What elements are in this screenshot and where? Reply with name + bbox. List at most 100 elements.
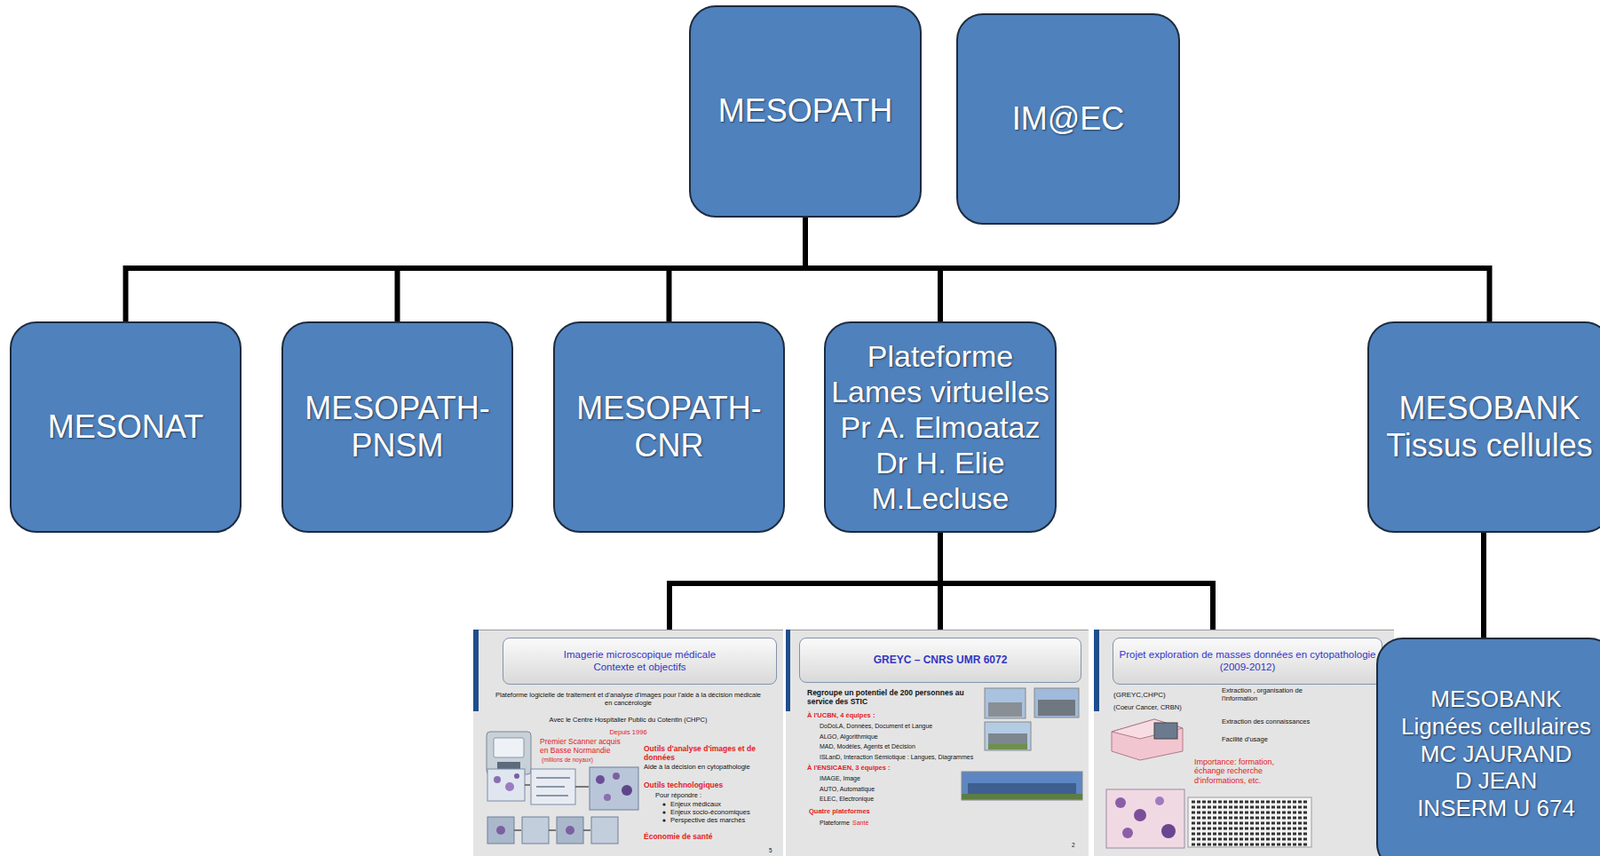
text-holder: MAD, Modèles, Agents et Décision	[819, 743, 916, 751]
cell-gallery-picture	[1191, 827, 1309, 831]
slide-text: Quatre plateformes	[808, 807, 871, 816]
box-label: MESOPATH	[718, 92, 894, 130]
text-holder: Facilité d'usage	[1221, 736, 1268, 745]
cell-gallery-picture	[1191, 801, 1309, 845]
text-holder: Santé	[852, 819, 869, 827]
cell-gallery-picture	[1191, 822, 1309, 825]
slide-text: Économie de santé	[643, 832, 713, 842]
cytology-workflow-picture	[621, 784, 633, 796]
scanner-picture	[486, 731, 531, 775]
connector-line	[126, 217, 807, 322]
campus-photo	[988, 733, 1028, 745]
bullet-dot	[662, 810, 666, 814]
cytology-picture	[1106, 789, 1185, 848]
connector-line	[940, 532, 1213, 630]
cytology-workflow-picture	[583, 829, 591, 832]
slide-text: DoDoLA, Données, Document et Langue	[819, 722, 933, 730]
slide-title-text: GREYC – CNRS UMR 6072	[873, 653, 1008, 666]
cytology-workflow-picture	[589, 767, 639, 810]
slide-accent-bar	[1093, 629, 1100, 712]
slide-text: Extraction , organisation de l'informati…	[1221, 687, 1315, 703]
slide-text: (GREYC,CHPC)	[1113, 690, 1166, 699]
slide-text: Extraction des connaissances	[1221, 718, 1310, 727]
cytology-workflow-picture	[487, 816, 515, 844]
cytology-workflow-picture	[493, 776, 501, 784]
bullet-dot	[662, 802, 666, 822]
box-label: IM@EC	[1012, 100, 1125, 138]
connector-line	[669, 532, 941, 630]
org-box: MESOPATH-CNR	[553, 321, 785, 533]
text-holder: Regroupe un potentiel de 200 personnes a…	[807, 689, 976, 707]
text-holder: Quatre plateformes	[808, 807, 871, 816]
slide-text: (Coeur Cancer, CRBN)	[1113, 704, 1182, 713]
text-holder: Premier Scanner acquis en Basse Normandi…	[539, 737, 625, 756]
cytology-workflow-picture	[591, 816, 618, 844]
cytology-workflow-picture	[505, 782, 515, 792]
slide-text: ELEC, Electronique	[819, 795, 874, 803]
tissue-picture	[1111, 719, 1183, 761]
slide-accent-bar	[473, 629, 479, 712]
box-label: Plateforme Lames virtuelles	[831, 338, 1050, 410]
org-box: MESOPATH	[689, 5, 922, 218]
cytology-workflow-picture	[595, 775, 605, 785]
connector-line	[1481, 532, 1487, 638]
slide-text: MAD, Modèles, Agents et Décision	[819, 743, 916, 751]
cell-gallery-picture	[1191, 838, 1309, 841]
campus-photo	[961, 771, 1083, 800]
campus-photo	[1034, 688, 1079, 718]
slide-text: AUTO, Automatique	[819, 785, 875, 793]
campus-photo	[984, 721, 1031, 751]
text-holder: ISLanD, Interaction Sémiotique : Langues…	[819, 753, 974, 761]
slide-accent-bar	[785, 629, 791, 712]
slide-text: Plateforme logicielle de traitement et d…	[492, 691, 764, 707]
box-label: MESONAT	[47, 408, 204, 446]
scanner-picture	[497, 761, 521, 769]
slide-title-box: Imagerie microscopique médicaleContexte …	[502, 637, 777, 685]
text-holder: 5	[768, 847, 773, 854]
cell-gallery-picture	[1191, 800, 1309, 804]
text-holder: Plateforme logicielle de traitement et d…	[492, 691, 764, 707]
slide-text: Premier Scanner acquis en Basse Normandi…	[539, 737, 625, 756]
slide-text: Enjeux socio-économiques	[670, 808, 751, 817]
text-holder: Enjeux socio-économiques	[670, 808, 751, 817]
text-holder: Depuis 1996	[492, 728, 764, 737]
slide-text: Depuis 1996	[492, 728, 764, 737]
org-box: MESOPATH-PNSM	[281, 321, 514, 533]
slide-thumbnail: (GREYC,CHPC) (Coeur Cancer, CRBN) Extracti…	[1093, 629, 1395, 856]
cytology-workflow-picture	[514, 773, 520, 779]
slide-thumbnail: Plateforme logicielle de traitement et d…	[473, 629, 784, 856]
cell-gallery-picture	[1188, 797, 1312, 848]
slide-title-text: Contexte et objectifs	[593, 661, 686, 674]
cytology-picture	[1133, 808, 1147, 822]
box-label: M.Lecluse	[871, 480, 1010, 516]
box-label: D JEAN	[1455, 767, 1537, 795]
cytology-workflow-picture	[548, 829, 556, 832]
box-label: MC JAURAND	[1420, 740, 1572, 769]
slide-title-text: (2009-2012)	[1219, 661, 1276, 674]
bullet-dot	[662, 818, 666, 822]
slide-text: Outils d'analyse d'images et de données	[643, 744, 777, 763]
text-holder: Enjeux médicaux	[670, 800, 721, 809]
scanner-picture	[486, 731, 531, 775]
org-box: MESONAT	[9, 321, 242, 533]
campus-photo	[1037, 699, 1076, 716]
cell-gallery-picture	[1191, 843, 1309, 847]
slide-title-text: Projet exploration de masses données en …	[1119, 649, 1377, 662]
text-holder: Extraction , organisation de l'informati…	[1221, 687, 1315, 703]
cytology-workflow-picture	[612, 772, 620, 780]
cytology-picture	[1106, 789, 1185, 848]
cell-gallery-picture	[1191, 811, 1309, 815]
text-holder: (millions de noyaux)	[541, 756, 594, 763]
slide-text: À l'UCBN, 4 équipes :	[807, 712, 875, 721]
text-holder: Importance: formation, échange recherche…	[1194, 757, 1297, 785]
scanner-picture	[493, 737, 524, 758]
slide-text: ALGO, Algorithmique	[819, 733, 879, 741]
slide-title-box: GREYC – CNRS UMR 6072	[799, 637, 1082, 683]
slide-text: (millions de noyaux)	[541, 756, 594, 763]
cytology-picture	[1122, 827, 1133, 839]
cytology-workflow-picture	[487, 767, 639, 844]
slide-text: À l'ENSICAEN, 3 équipes :	[807, 764, 890, 773]
slide-text: Aide à la décision en cytopathologie	[643, 763, 777, 772]
cytology-workflow-picture	[575, 785, 589, 788]
text-holder: ELEC, Electronique	[819, 795, 874, 803]
